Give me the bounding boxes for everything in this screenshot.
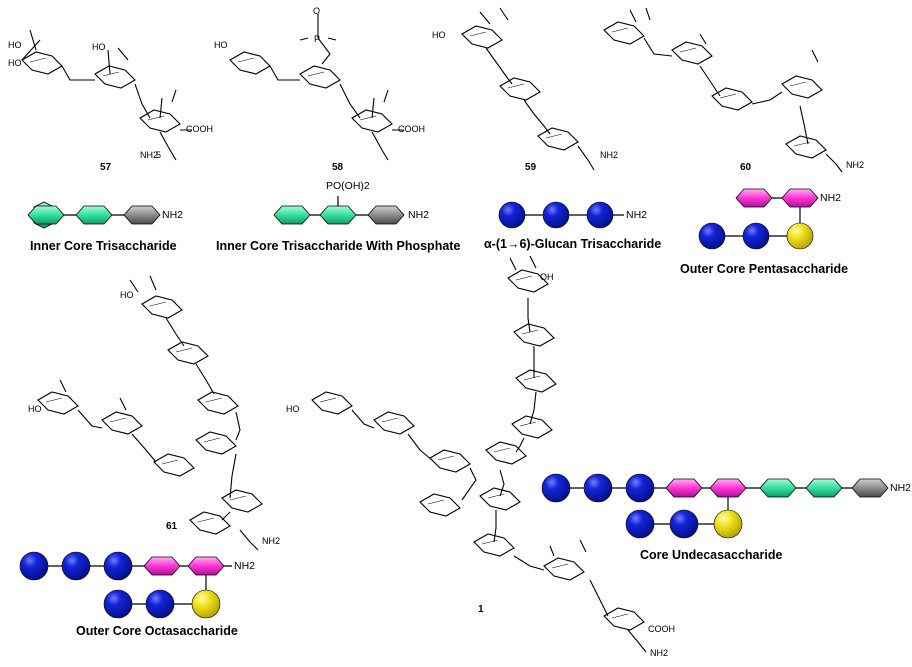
atom-label: HO [8, 40, 22, 50]
atom-label: NH2 [262, 536, 281, 546]
atom-label: HO [432, 30, 446, 40]
glucose-circle [625, 509, 655, 539]
symbol-chain-58 [273, 196, 405, 225]
structure-61 [37, 275, 263, 551]
kdo-hexagon [851, 478, 889, 498]
structure-60 [603, 7, 843, 173]
heptose-hexagon [759, 478, 797, 498]
heptose-hexagon [805, 478, 843, 498]
glucose-circle [625, 473, 655, 503]
atom-label: HO [8, 58, 22, 68]
compound-number-1: 1 [478, 604, 484, 615]
amine-label-61: NH2 [234, 560, 256, 572]
atom-label: HO [286, 404, 300, 414]
atom-label: HO [28, 404, 42, 414]
atom-label: NH2 [600, 150, 619, 160]
atom-label: COOH [648, 624, 675, 634]
heptose-hexagon [273, 205, 311, 225]
heptose-hexagon [319, 205, 357, 225]
compound-number-60: 60 [740, 162, 752, 173]
label-outer-core-pentasaccharide: Outer Core Pentasaccharide [680, 262, 849, 276]
label-inner-core-trisaccharide: Inner Core Trisaccharide [30, 239, 177, 253]
heptose-hexagon [27, 205, 65, 225]
galactose-hexagon [665, 478, 703, 498]
glcnac-circle [786, 222, 814, 250]
symbol-chain-60 [698, 188, 819, 250]
amine-label-58: NH2 [408, 209, 430, 221]
galactose-hexagon [735, 188, 773, 208]
atom-label: HO [92, 42, 106, 52]
glucose-circle [541, 473, 571, 503]
compound-number-59: 59 [525, 162, 537, 173]
atom-label: HO [120, 290, 134, 300]
glucose-circle [103, 551, 133, 581]
structure-57 [21, 29, 192, 161]
label-outer-core-octasaccharide: Outer Core Octasaccharide [76, 624, 238, 638]
glucose-circle [542, 201, 570, 229]
amine-label-60: NH2 [820, 192, 842, 204]
atom-label: 5 [156, 150, 162, 160]
atom-label: COOH [186, 124, 213, 134]
kdo-hexagon [123, 205, 161, 225]
amine-label-57: NH2 [162, 209, 184, 221]
symbol-chain-1 [541, 473, 889, 539]
glucose-circle [145, 589, 175, 619]
compound-number-57: 57 [100, 162, 112, 173]
label-inner-core-trisaccharide-phosphate: Inner Core Trisaccharide With Phosphate [216, 239, 461, 253]
atom-label: NH2 [140, 150, 159, 160]
atom-label: HO [214, 40, 228, 50]
glucose-circle [583, 473, 613, 503]
atom-label: O [313, 6, 321, 16]
galactose-hexagon [143, 556, 181, 576]
glucose-circle [742, 222, 770, 250]
label-glucan-trisaccharide: α-(1→6)-Glucan Trisaccharide [484, 237, 662, 251]
phosphate-label: PO(OH)2 [326, 180, 370, 192]
amine-label-59: NH2 [626, 209, 648, 221]
compound-number-61: 61 [166, 521, 178, 532]
atom-label: P [314, 34, 321, 44]
galactose-hexagon [187, 556, 225, 576]
symbol-chain-57 [27, 201, 161, 229]
structure-58 [229, 14, 404, 161]
glucose-circle [103, 589, 133, 619]
atom-label: COOH [398, 124, 425, 134]
structure-59 [461, 7, 595, 171]
glucose-circle [61, 551, 91, 581]
atom-label: NH2 [846, 160, 865, 170]
glucose-circle [19, 551, 49, 581]
glucose-circle [586, 201, 614, 229]
galactose-hexagon [709, 478, 747, 498]
atom-label: NH2 [650, 648, 669, 658]
glucose-circle [498, 201, 526, 229]
kdo-hexagon [367, 205, 405, 225]
compound-number-58: 58 [332, 162, 344, 173]
symbol-chain-61 [19, 551, 232, 619]
label-core-undecasaccharide: Core Undecasaccharide [640, 548, 783, 562]
symbol-chain-59 [498, 201, 624, 229]
structure-1 [311, 255, 647, 653]
glucose-circle [669, 509, 699, 539]
galactose-hexagon [781, 188, 819, 208]
glcnac-circle [191, 589, 221, 619]
atom-label: OH [540, 272, 554, 282]
amine-label-1: NH2 [890, 482, 912, 494]
glcnac-circle [713, 509, 743, 539]
heptose-hexagon [75, 205, 113, 225]
glucose-circle [698, 222, 726, 250]
